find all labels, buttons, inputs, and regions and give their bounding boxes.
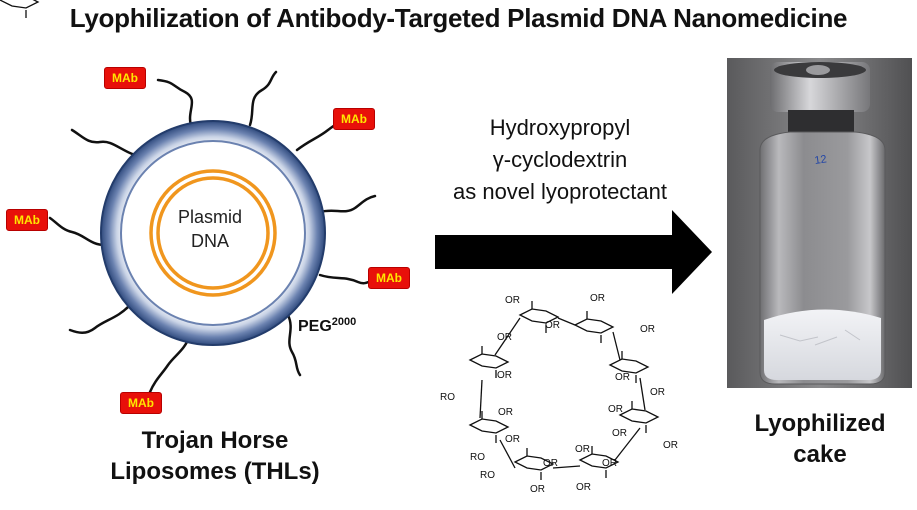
figure-title: Lyophilization of Antibody-Targeted Plas…: [69, 3, 848, 33]
substituent-label: OR: [650, 387, 665, 398]
plasmid-dna-label: Plasmid DNA: [150, 205, 270, 253]
antibody-tag: MAb: [104, 67, 146, 89]
substituent-label: OR: [590, 293, 605, 304]
vial-marking: 12: [814, 153, 828, 167]
plasmid-label-line1: Plasmid: [177, 207, 243, 227]
substituent-label: OR: [545, 320, 560, 331]
antibody-tag: MAb: [368, 267, 410, 289]
substituent-label: OR: [498, 407, 513, 418]
antibody-tag: MAb: [6, 209, 48, 231]
substituent-label: OR: [497, 370, 512, 381]
plasmid-ring-inner: [156, 176, 270, 290]
antibody-tag: MAb: [333, 108, 375, 130]
substituent-label-left: RO: [470, 452, 485, 463]
process-description: Hydroxypropyl γ-cyclodextrin as novel ly…: [410, 112, 710, 208]
substituent-label: OR: [612, 428, 627, 439]
vial-cap-button: [806, 65, 830, 75]
peg-chain: [156, 78, 194, 130]
vial-photo: 12: [727, 58, 912, 388]
product-caption-line1: Lyophilized: [754, 410, 886, 437]
substituent-label: OR: [640, 324, 655, 335]
substituent-label: OR: [608, 404, 623, 415]
liposome-inner-membrane: [120, 140, 306, 326]
peg-chain: [68, 303, 132, 334]
liposome-caption-line2: Liposomes (THLs): [110, 458, 320, 485]
substituent-label-left: RO: [480, 470, 495, 481]
product-caption-line2: cake: [793, 441, 847, 468]
substituent-label: OR: [663, 440, 678, 451]
substituent-label: OR: [576, 482, 591, 493]
substituent-label: OR: [602, 458, 617, 469]
substituent-label: OR: [505, 434, 520, 445]
peg-molecular-weight: 2000: [331, 316, 357, 328]
substituent-label: OR: [615, 372, 630, 383]
antibody-tag: MAb: [120, 392, 162, 414]
peg-chain: [248, 70, 278, 127]
plasmid-ring-outer: [149, 169, 277, 297]
substituent-label-left: RO: [440, 392, 455, 403]
plasmid-label-line2: DNA: [190, 231, 229, 251]
process-line1: Hydroxypropyl: [489, 115, 631, 140]
substituent-label: OR: [543, 458, 558, 469]
peg-label: PEG2000: [298, 316, 356, 336]
peg-chain: [318, 194, 377, 214]
cyclodextrin-substituents: OR OR OR OR OR OR OR OR RO OR OR OR OR O…: [440, 293, 678, 495]
liposome-caption-line1: Trojan Horse: [141, 427, 289, 454]
peg-text: PEG: [298, 318, 332, 335]
substituent-label: OR: [505, 295, 520, 306]
liposome-caption: Trojan Horse Liposomes (THLs): [90, 425, 340, 487]
peg-chain: [48, 216, 107, 247]
peg-chain: [70, 128, 137, 157]
substituent-label: OR: [530, 484, 545, 495]
product-caption: Lyophilized cake: [725, 408, 915, 470]
peg-chain: [148, 333, 192, 394]
cyclodextrin-structure: [0, 0, 659, 481]
substituent-label: OR: [497, 332, 512, 343]
process-line3: as novel lyoprotectant: [452, 179, 668, 204]
process-line2: γ-cyclodextrin: [492, 147, 628, 172]
lyophilized-cake: [764, 309, 881, 380]
process-arrow: [435, 210, 712, 294]
peg-chain: [286, 313, 302, 377]
substituent-label: OR: [575, 444, 590, 455]
